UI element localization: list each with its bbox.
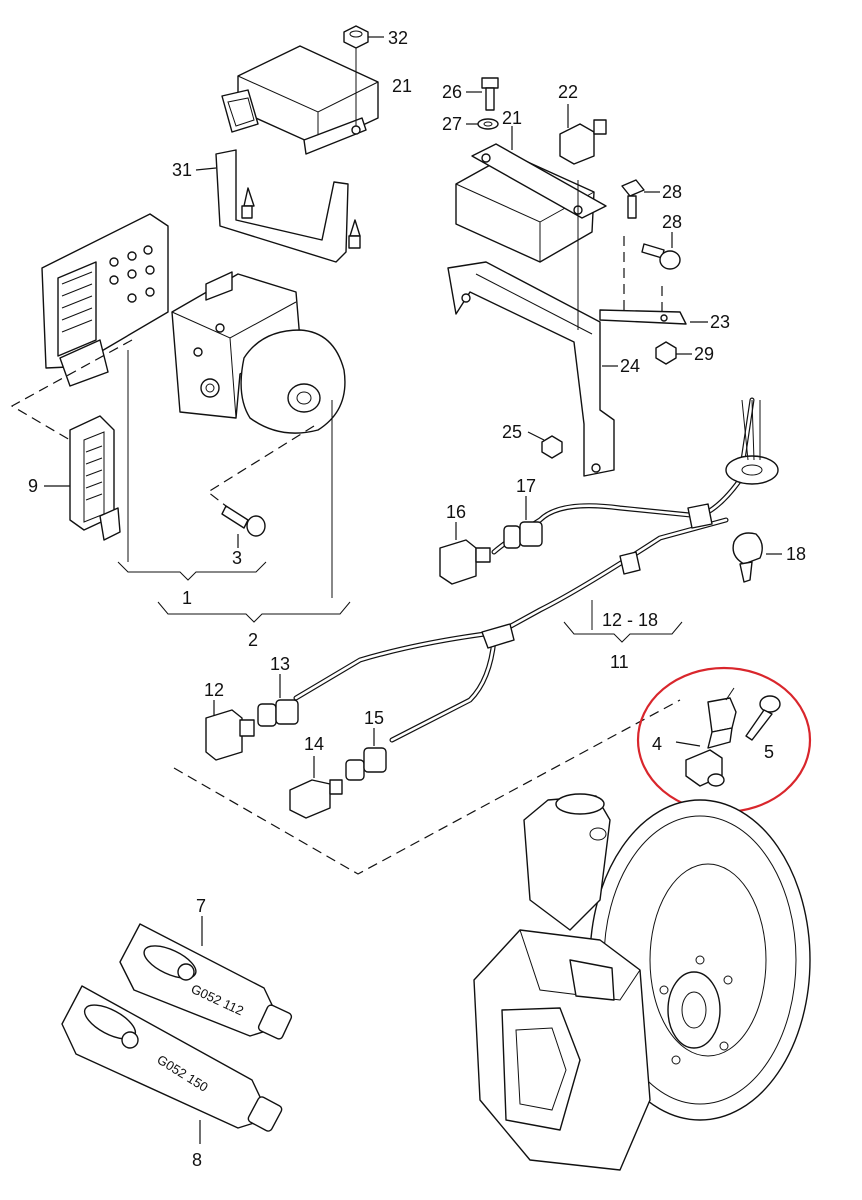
- relay-22: [559, 104, 607, 165]
- leader-dashed-harness: [173, 699, 681, 875]
- sensor-12: [205, 700, 255, 761]
- washer-27: [466, 118, 499, 130]
- label-2: 2: [248, 630, 258, 650]
- label-27: 27: [442, 114, 462, 134]
- sensor-16: [439, 522, 491, 585]
- label-26: 26: [442, 82, 462, 102]
- label-28-bottom: 28: [662, 212, 682, 232]
- label-21-left: 21: [392, 76, 412, 96]
- connector-13: [257, 674, 299, 727]
- label-12: 12: [204, 680, 224, 700]
- group-brace-11: [563, 621, 683, 643]
- label-22: 22: [558, 82, 578, 102]
- steering-knuckle: [523, 793, 611, 931]
- label-8: 8: [192, 1150, 202, 1170]
- bolt-5: [745, 695, 781, 741]
- label-7: 7: [196, 896, 206, 916]
- grease-tube-7: [119, 916, 293, 1040]
- sensor-14: [289, 756, 343, 819]
- speed-sensor-4: [675, 687, 737, 787]
- label-25: 25: [502, 422, 522, 442]
- brake-caliper: [473, 929, 651, 1171]
- leader-dashed-3: [206, 425, 315, 507]
- label-23: 23: [710, 312, 730, 332]
- bracket-23: [599, 236, 708, 325]
- label-32: 32: [388, 28, 408, 48]
- label-9: 9: [28, 476, 38, 496]
- label-21-right: 21: [502, 108, 522, 128]
- connector-15: [345, 728, 387, 781]
- control-module-21-right: [455, 126, 607, 263]
- label-14: 14: [304, 734, 324, 754]
- label-18: 18: [786, 544, 806, 564]
- grease-tube-8: [61, 985, 283, 1144]
- connector-9: [44, 415, 121, 541]
- label-13: 13: [270, 654, 290, 674]
- wiring-harness-11: [293, 397, 779, 743]
- abs-hydraulic-unit: [171, 271, 346, 434]
- label-29: 29: [694, 344, 714, 364]
- clip-18: [732, 532, 782, 583]
- nut-25: [527, 431, 563, 459]
- bracket-31: [195, 149, 361, 263]
- group-brace-1: [117, 561, 267, 581]
- control-module-21: [221, 45, 379, 155]
- nut-32: [343, 25, 384, 126]
- bracket-24: [447, 180, 618, 477]
- bolt-3: [221, 505, 266, 548]
- connector-17: [503, 496, 543, 549]
- label-1: 1: [182, 588, 192, 608]
- label-5: 5: [764, 742, 774, 762]
- label-31: 31: [172, 160, 192, 180]
- label-17: 17: [516, 476, 536, 496]
- label-11: 11: [610, 652, 629, 672]
- label-24: 24: [620, 356, 640, 376]
- bolt-28a: [621, 179, 660, 219]
- label-12-18: 12 - 18: [602, 610, 658, 630]
- leader-dashed-9: [10, 339, 133, 441]
- abs-control-unit: [41, 213, 169, 387]
- label-16: 16: [446, 502, 466, 522]
- bolt-28b: [641, 232, 681, 270]
- label-28-top: 28: [662, 182, 682, 202]
- bolt-26: [466, 77, 499, 111]
- nut-29: [655, 341, 692, 365]
- label-4: 4: [652, 734, 662, 754]
- label-3: 3: [232, 548, 242, 568]
- group-brace-2: [157, 601, 351, 623]
- label-15: 15: [364, 708, 384, 728]
